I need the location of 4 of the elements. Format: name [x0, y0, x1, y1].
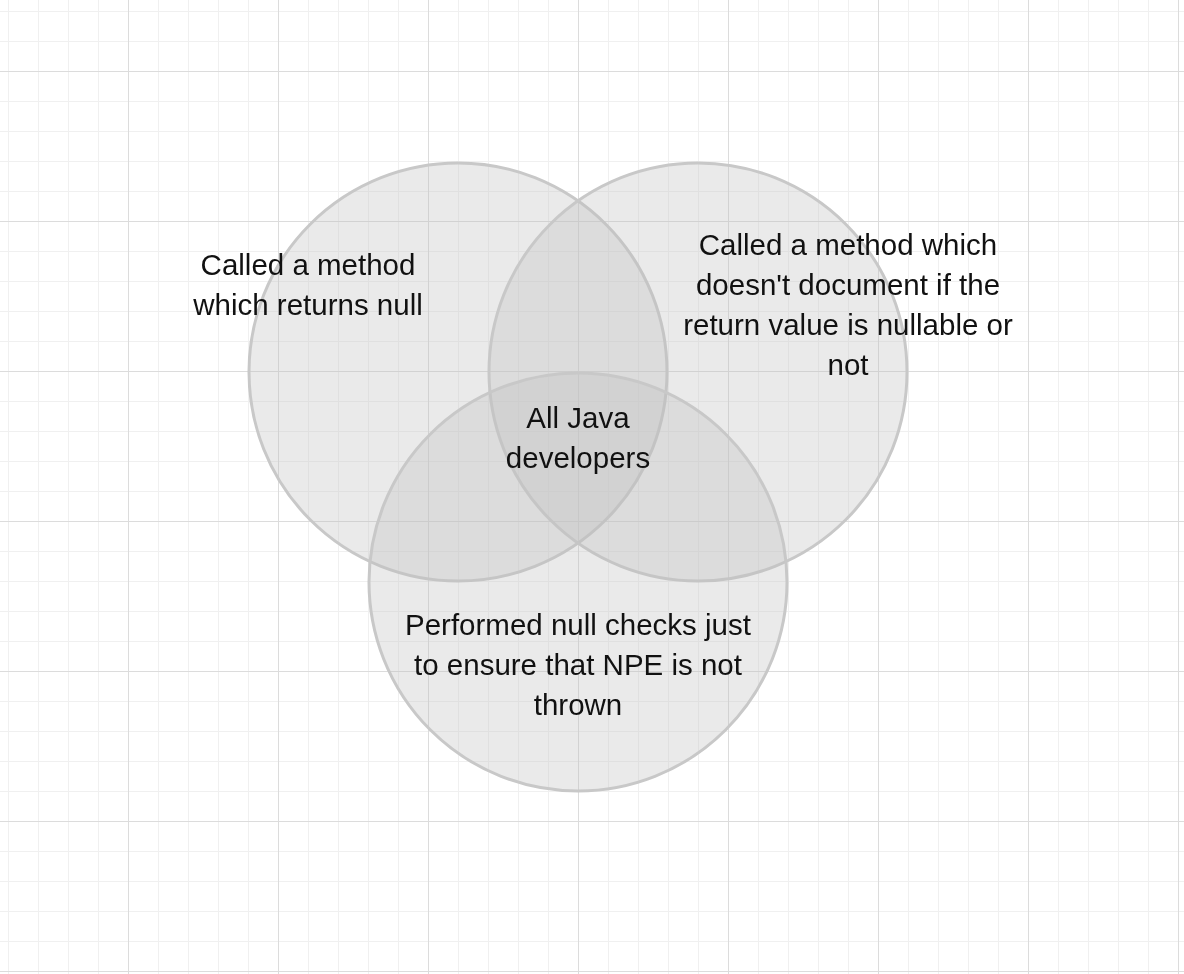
set-label: Called a method which returns null: [192, 247, 424, 323]
set-label: Performed null checks just to ensure that NPE is not thrown: [404, 607, 752, 723]
intersection-label: All Java developers: [504, 400, 652, 476]
set-label: Called a method which doesn't document if the return value is nullable or not: [682, 227, 1014, 383]
